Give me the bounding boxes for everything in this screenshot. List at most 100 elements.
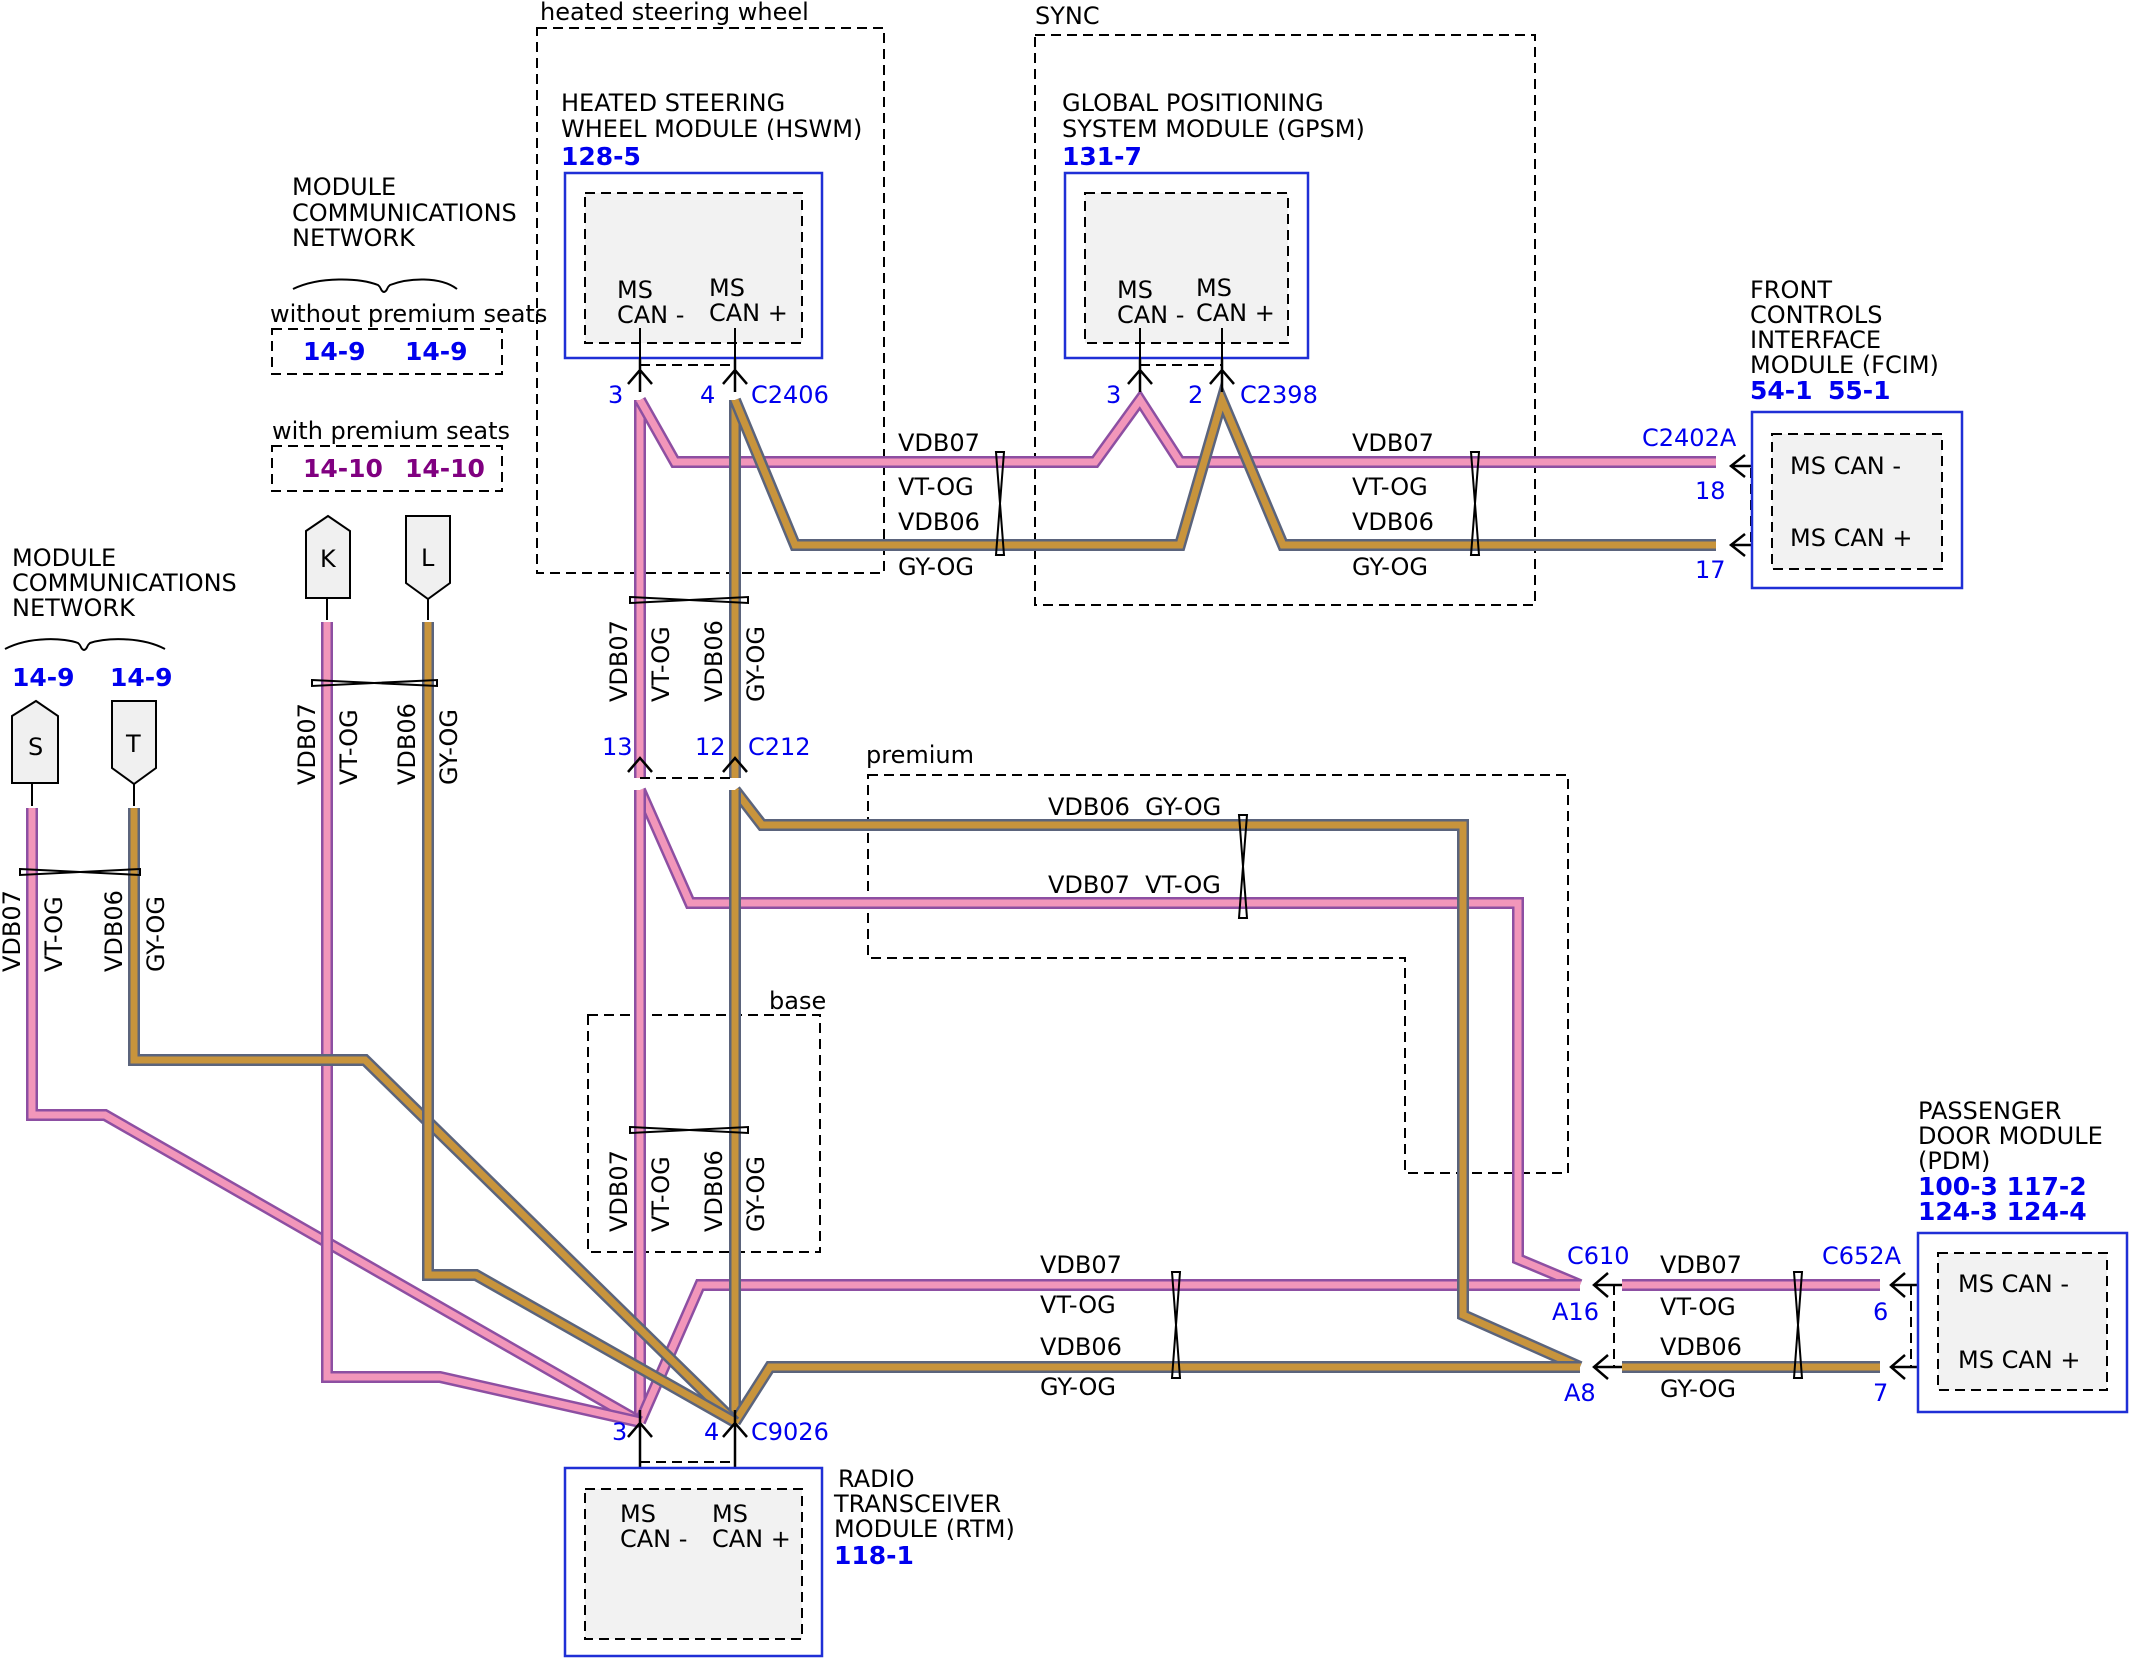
without-premium-seats-box xyxy=(271,328,503,375)
offpage-connector-t-label: T xyxy=(125,730,141,758)
offpage-connector-s-label: S xyxy=(28,733,43,761)
twist-symbol xyxy=(629,1125,749,1135)
sync-option-label: SYNC xyxy=(1035,2,1100,30)
vdb06-wire-outline xyxy=(729,382,1716,551)
network-left-title-1: MODULE xyxy=(12,544,116,572)
wire-label: VDB07 xyxy=(1660,1251,1742,1279)
vdb07-wire-outline xyxy=(321,622,642,1428)
c2398-pin-3: 3 xyxy=(1106,381,1121,409)
fcim-name-line-4: MODULE (FCIM) xyxy=(1750,351,1939,379)
offpage-connector-k: K xyxy=(305,514,351,620)
fcim-name-line-3: INTERFACE xyxy=(1750,326,1881,354)
wire-label: VDB06 xyxy=(700,620,728,702)
rtm-name-line-3: MODULE (RTM) xyxy=(834,1515,1015,1543)
twist-symbol xyxy=(311,678,438,688)
offpage-connector-l-label: L xyxy=(421,544,435,572)
pin-arrow xyxy=(722,756,748,773)
rtm-name-line-1: RADIO xyxy=(838,1465,915,1493)
offpage-connector-s: S xyxy=(11,699,59,806)
c9026-pin-4: 4 xyxy=(704,1418,719,1446)
pdm-name-line-2: DOOR MODULE xyxy=(1918,1122,2103,1150)
gpsm-module-inner xyxy=(1084,192,1289,344)
c212-pin-13: 13 xyxy=(602,733,633,761)
wire-label: VT-OG xyxy=(1660,1293,1736,1321)
vdb07-wire xyxy=(323,622,641,1426)
without-premium-seats-label: without premium seats xyxy=(270,300,547,328)
c2406-id: C2406 xyxy=(751,381,829,409)
c652a-pin-7: 7 xyxy=(1873,1379,1888,1407)
twist-symbol xyxy=(629,595,749,605)
fcim-name-line-2: CONTROLS xyxy=(1750,301,1882,329)
offpage-connector-l: L xyxy=(405,515,451,620)
wire-label: VT-OG xyxy=(40,896,68,972)
twist-symbol xyxy=(1170,1271,1182,1379)
twist-symbol xyxy=(19,867,141,877)
c610-pin-a8: A8 xyxy=(1564,1379,1596,1407)
pin-arrow xyxy=(627,756,653,773)
gpsm-pin-right-1: MS xyxy=(1196,274,1232,302)
rtm-name-line-2: TRANSCEIVER xyxy=(833,1490,1001,1518)
offpage-connector-t-shape xyxy=(111,700,157,786)
wire-label: VDB07 xyxy=(1352,429,1434,457)
network-top-brace xyxy=(292,278,458,294)
c2402a-id: C2402A xyxy=(1642,424,1737,452)
vdb06-wire xyxy=(731,389,1716,549)
hswm-pin-right-1: MS xyxy=(709,274,745,302)
offpage-connector-t: T xyxy=(111,700,157,806)
fcim-pin-top: MS CAN - xyxy=(1790,452,1901,480)
wire-label: VDB06 GY-OG xyxy=(1048,793,1221,821)
c610-pin-a16: A16 xyxy=(1552,1298,1599,1326)
c610-id: C610 xyxy=(1567,1242,1630,1270)
network-left-ref-1: 14-9 xyxy=(12,663,75,692)
wire-label: VDB06 xyxy=(393,703,421,785)
gpsm-name-line-2: SYSTEM MODULE (GPSM) xyxy=(1062,115,1365,143)
hswm-ref: 128-5 xyxy=(561,142,641,171)
wire-label: VDB06 xyxy=(1352,508,1434,536)
twist-symbol xyxy=(1792,1271,1804,1379)
gpsm-pin-left-1: MS xyxy=(1117,276,1153,304)
twisted-pair-symbols xyxy=(19,451,1804,1379)
fcim-ref-2: 55-1 xyxy=(1828,376,1891,405)
network-left-title-3: NETWORK xyxy=(12,594,136,622)
c2402a-pin-17: 17 xyxy=(1695,556,1726,584)
fcim-ref-1: 54-1 xyxy=(1750,376,1813,405)
twist-symbol xyxy=(1469,451,1481,556)
wire-label: VT-OG xyxy=(1352,473,1428,501)
pin-arrow xyxy=(1592,1354,1622,1380)
wire-label: VDB07 xyxy=(605,620,633,702)
hswm-pin-left-2: CAN - xyxy=(617,301,684,329)
wire-label: GY-OG xyxy=(435,709,463,785)
vertical-wire-labels: VDB07 VT-OG VDB06 GY-OG VDB07 VT-OG VDB0… xyxy=(0,620,770,1232)
offpage-connector-l-shape xyxy=(405,515,451,601)
c9026-id: C9026 xyxy=(751,1418,829,1446)
fcim-module-inner xyxy=(1771,433,1943,570)
gpsm-pin-right-2: CAN + xyxy=(1196,299,1275,327)
rtm-pin-right-1: MS xyxy=(712,1500,748,1528)
wire-label: VDB07 xyxy=(0,890,26,972)
vdb06-wire xyxy=(424,622,737,1426)
c212-pin-12: 12 xyxy=(695,733,726,761)
wire-label: VDB07 xyxy=(898,429,980,457)
c2398-id: C2398 xyxy=(1240,381,1318,409)
wire-label: GY-OG xyxy=(898,553,974,581)
with-premium-seats-box xyxy=(271,445,503,492)
wire-label: VT-OG xyxy=(1040,1291,1116,1319)
hswm-pin-right-2: CAN + xyxy=(709,299,788,327)
rtm-ref: 118-1 xyxy=(834,1541,914,1570)
vdb06-wire xyxy=(732,1363,1580,1424)
fcim-name-line-1: FRONT xyxy=(1750,276,1832,304)
pin-arrow xyxy=(722,1410,748,1467)
wire-label: VT-OG xyxy=(335,709,363,785)
with-premium-seats-label: with premium seats xyxy=(272,417,510,445)
gpsm-ref: 131-7 xyxy=(1062,142,1142,171)
wire-label: VT-OG xyxy=(898,473,974,501)
fcim-pin-bottom: MS CAN + xyxy=(1790,524,1912,552)
hswm-name-line-2: WHEEL MODULE (HSWM) xyxy=(561,115,862,143)
rtm-module-inner xyxy=(584,1488,803,1640)
rtm-module: MS CAN - MS CAN + RADIO TRANSCEIVER MODU… xyxy=(563,1465,1015,1658)
pin-arrow xyxy=(1592,1272,1622,1298)
wire-label: VDB06 xyxy=(898,508,980,536)
twist-symbol xyxy=(994,451,1006,556)
hswm-name-line-1: HEATED STEERING xyxy=(561,89,785,117)
wire-label: VDB06 xyxy=(1660,1333,1742,1361)
